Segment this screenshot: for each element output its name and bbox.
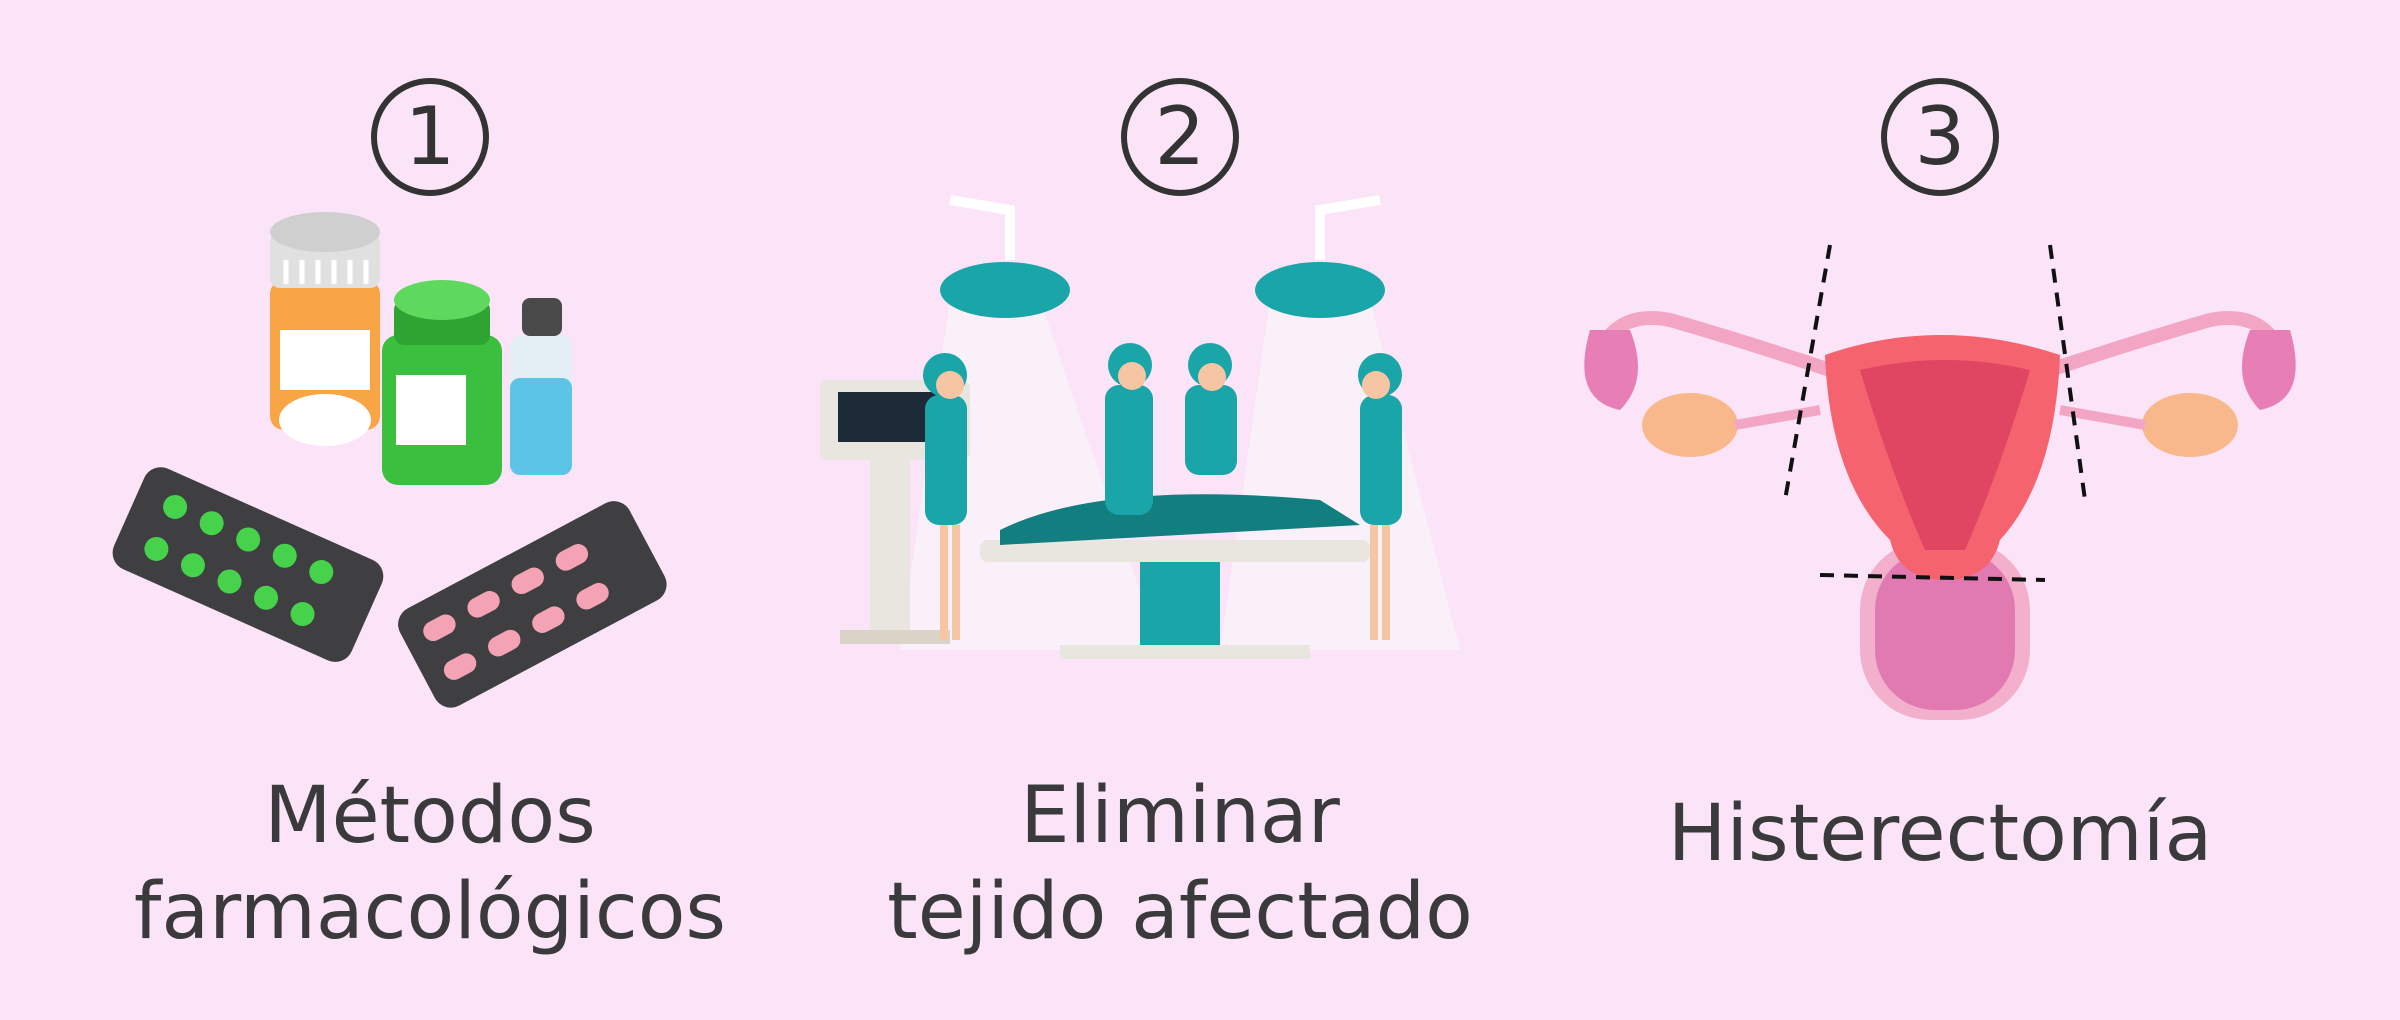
step-caption: Eliminar tejido afectado bbox=[800, 768, 1560, 960]
step-number-3: 3 bbox=[1881, 78, 1999, 196]
step-hysterectomy: 3 Histerectomía bbox=[1560, 0, 2320, 1020]
step-caption: Métodos farmacológicos bbox=[90, 768, 770, 960]
step-number-2: 2 bbox=[1121, 78, 1239, 196]
caption-line: farmacológicos bbox=[133, 867, 727, 957]
surgery-team-icon bbox=[820, 195, 1460, 659]
step-caption: Histerectomía bbox=[1560, 786, 2320, 882]
caption-line: Eliminar bbox=[1020, 771, 1340, 861]
medication-pills-icon bbox=[112, 212, 667, 708]
step-number-1: 1 bbox=[371, 78, 489, 196]
caption-line: Histerectomía bbox=[1667, 789, 2213, 879]
uterus-cut-lines-icon bbox=[1584, 244, 2296, 720]
caption-line: tejido afectado bbox=[887, 867, 1473, 957]
step-medication: 1 bbox=[90, 0, 770, 1020]
caption-line: Métodos bbox=[264, 771, 596, 861]
step-surgery: 2 Eliminar t bbox=[800, 0, 1560, 1020]
